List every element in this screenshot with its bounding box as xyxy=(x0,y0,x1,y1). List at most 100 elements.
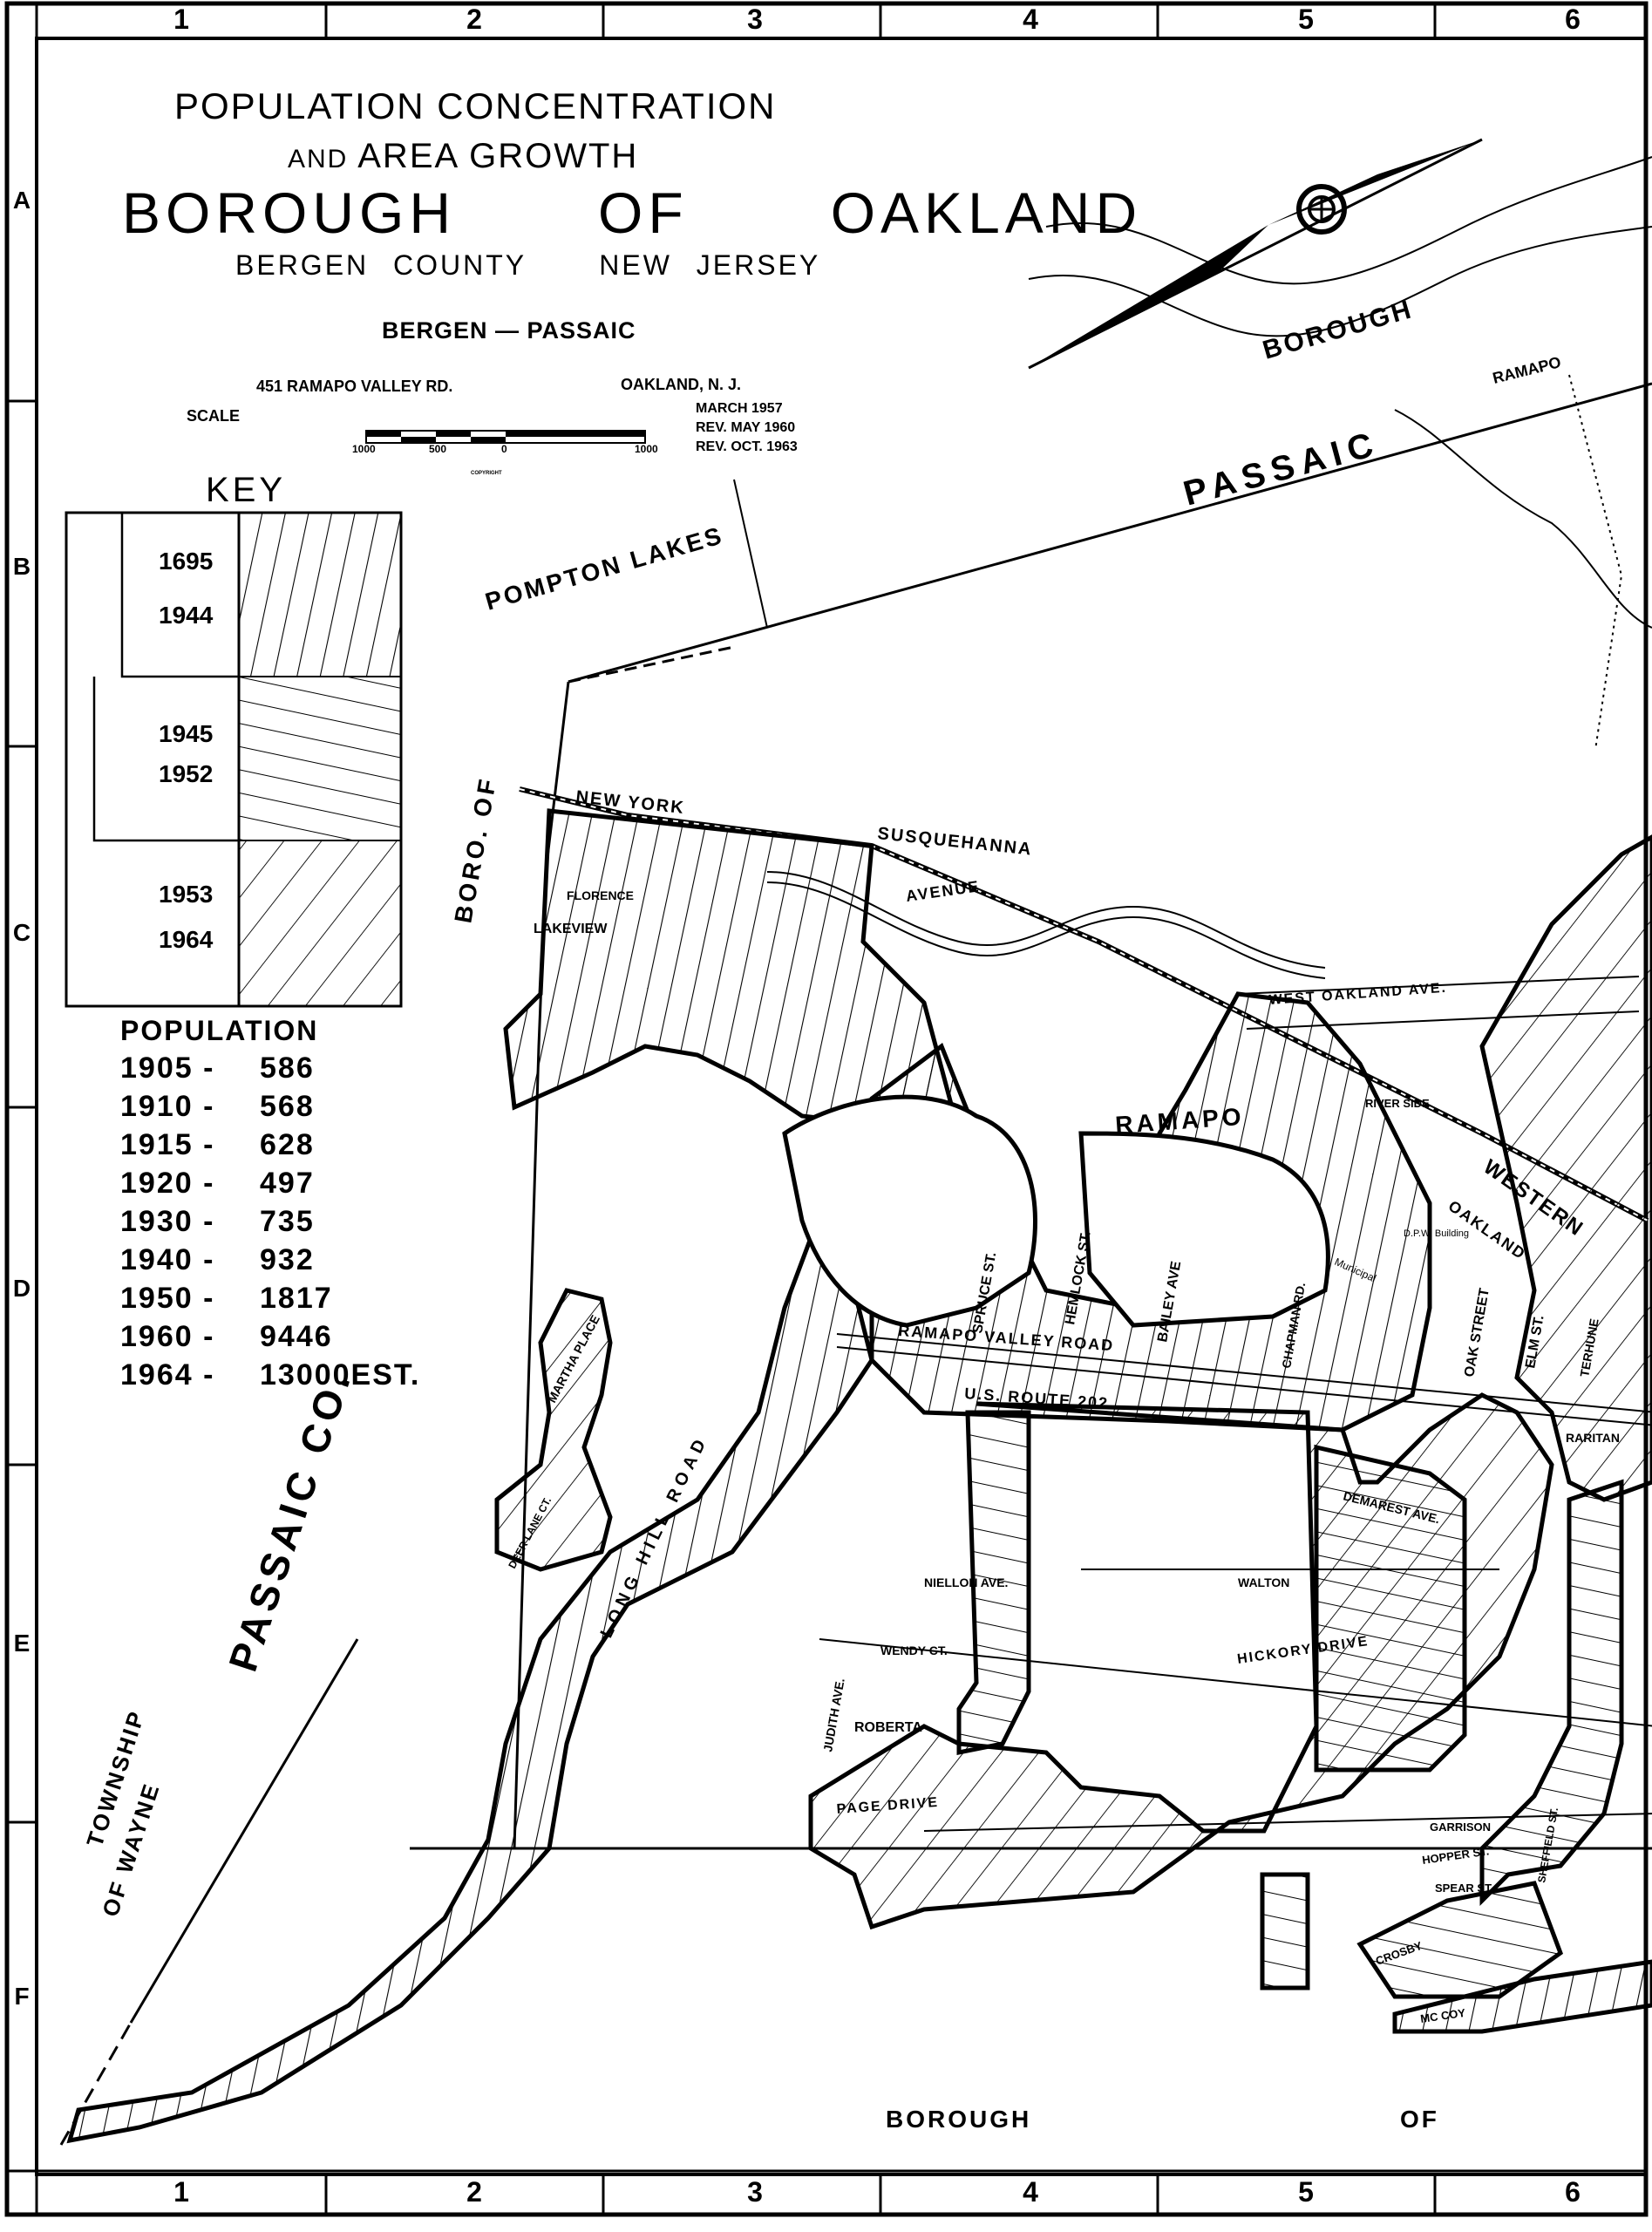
label-florence: FLORENCE xyxy=(567,888,634,902)
population-value: 735 xyxy=(260,1205,315,1238)
population-year: 1960 - xyxy=(120,1320,215,1353)
population-value: 628 xyxy=(260,1128,315,1161)
enclave-ramapo-riverside xyxy=(782,1094,1037,1328)
region-1695-1944-north xyxy=(503,808,962,1136)
population-value: 497 xyxy=(260,1167,315,1200)
label-mc-coy: MC COY xyxy=(1419,2006,1466,2025)
label-susquehanna: SUSQUEHANNA xyxy=(876,824,1033,860)
population-year: 1910 - xyxy=(120,1090,215,1123)
railroad xyxy=(519,786,1649,1223)
publisher-town: OAKLAND, N. J. xyxy=(621,376,742,393)
key-year-1964: 1964 xyxy=(159,926,214,953)
population-year: 1920 - xyxy=(120,1167,215,1200)
key-title: KEY xyxy=(206,471,287,509)
region-spruce-finger xyxy=(956,1410,1031,1756)
key-year-1953: 1953 xyxy=(159,881,214,908)
label-avenue: AVENUE xyxy=(905,877,982,905)
region-1945-1952-walnut xyxy=(1314,1444,1467,1773)
label-riverside: RIVER SIDE xyxy=(1365,1097,1430,1110)
title-borough-of-oakland: BOROUGH OF OAKLAND xyxy=(122,180,1143,245)
grid-col-bottom-6: 6 xyxy=(1565,2176,1581,2208)
publisher-address: 451 RAMAPO VALLEY RD. xyxy=(256,378,453,395)
date-rev-may-1960: REV. MAY 1960 xyxy=(696,420,796,435)
grid-col-top-4: 4 xyxy=(1023,3,1038,35)
population-row: 1915 - 628 xyxy=(120,1128,315,1162)
grid-row-f: F xyxy=(14,1983,30,2010)
label-boro-of: BORO. OF xyxy=(449,774,501,925)
scale-tick-0: 1000 xyxy=(352,443,376,455)
grid-col-bottom-3: 3 xyxy=(747,2176,763,2208)
grid-col-top-1: 1 xyxy=(173,3,189,35)
label-raritan: RARITAN xyxy=(1566,1431,1620,1445)
grid-col-top-5: 5 xyxy=(1298,3,1314,35)
population-value: 1817 xyxy=(260,1282,333,1315)
label-borough-bottom: BOROUGH xyxy=(886,2106,1031,2133)
label-niellon-ave: NIELLON AVE. xyxy=(924,1575,1008,1589)
title-area-growth: AREA GROWTH xyxy=(357,137,639,175)
label-judith-ave: JUDITH AVE. xyxy=(820,1677,847,1752)
label-garrison: GARRISON xyxy=(1430,1820,1491,1834)
scale-tick-1: 500 xyxy=(429,443,447,455)
population-row: 1940 -932 xyxy=(120,1243,315,1277)
population-row: 1950 - 1817 xyxy=(120,1282,333,1316)
publisher-name: BERGEN — PASSAIC xyxy=(382,317,636,344)
grid-col-top-3: 3 xyxy=(747,3,763,35)
scale-label: SCALE xyxy=(187,407,241,425)
population-value: 586 xyxy=(260,1051,315,1085)
label-wendy-ct: WENDY CT. xyxy=(880,1643,948,1657)
label-roberta: ROBERTA xyxy=(854,1720,922,1735)
key-year-1695: 1695 xyxy=(159,548,214,575)
population-row: 1920 - 497 xyxy=(120,1167,315,1201)
title-line-1: POPULATION CONCENTRATION xyxy=(174,85,777,126)
copyright-mark: COPYRIGHT xyxy=(471,471,502,476)
population-year: 1964 - xyxy=(120,1358,215,1392)
population-value: 13000EST. xyxy=(260,1358,421,1392)
key-box xyxy=(65,511,403,1008)
road-network xyxy=(819,976,1652,1832)
revision-dates: MARCH 1957 REV. MAY 1960 REV. OCT. 1963 xyxy=(696,399,798,457)
population-row: 1910 - 568 xyxy=(120,1090,315,1124)
label-borough-top: BOROUGH xyxy=(1260,295,1417,365)
label-of-bottom: OF xyxy=(1400,2106,1439,2133)
grid-col-bottom-1: 1 xyxy=(173,2176,189,2208)
population-year: 1950 - xyxy=(120,1282,215,1315)
population-year: 1905 - xyxy=(120,1051,215,1085)
scale-tick-3: 1000 xyxy=(635,443,658,455)
grid-col-bottom-2: 2 xyxy=(466,2176,482,2208)
key-year-1945: 1945 xyxy=(159,720,214,747)
grid-row-d: D xyxy=(12,1275,31,1302)
label-dpw-building: D.P.W. Building xyxy=(1404,1228,1469,1239)
label-spear-st: SPEAR ST. xyxy=(1435,1882,1493,1895)
region-1945-1952-east-ave xyxy=(1479,1479,1624,1907)
label-pompton-lakes: POMPTON LAKES xyxy=(482,521,726,616)
title-and: AND xyxy=(288,145,349,174)
population-title: POPULATION xyxy=(120,1015,319,1046)
region-small-block-crosby xyxy=(1356,1881,1564,1999)
region-1695-1944-southwest xyxy=(66,1216,874,2144)
population-row: 1964 - 13000EST. xyxy=(120,1358,420,1392)
population-value: 932 xyxy=(260,1243,315,1276)
top-grid-ticks xyxy=(35,3,1437,2215)
population-value: 9446 xyxy=(260,1320,333,1353)
population-row: 1960 - 9446 xyxy=(120,1320,333,1354)
title-line-2: AND AREA GROWTH xyxy=(288,137,638,176)
population-value: 568 xyxy=(260,1090,315,1123)
region-martha-place xyxy=(494,1288,613,1572)
key-year-1944: 1944 xyxy=(159,602,214,629)
label-passaic-co: PASSAIC CO. xyxy=(220,1363,360,1677)
label-oak-street: OAK STREET xyxy=(1462,1287,1492,1378)
left-grid-ticks xyxy=(7,399,37,1824)
population-year: 1915 - xyxy=(120,1128,215,1161)
grid-row-e: E xyxy=(13,1630,31,1657)
grid-col-bottom-5: 5 xyxy=(1298,2176,1314,2208)
ramapo-river xyxy=(766,156,1652,979)
title-county-state: BERGEN COUNTY NEW JERSEY xyxy=(235,249,821,281)
date-rev-oct-1963: REV. OCT. 1963 xyxy=(696,439,798,454)
region-small-block-mccoy xyxy=(1392,1959,1652,2034)
grid-col-bottom-4: 4 xyxy=(1023,2176,1038,2208)
label-west-oakland: WEST OAKLAND AVE. xyxy=(1268,981,1447,1008)
region-1953-1964-east xyxy=(1479,834,1652,1502)
scale-bar xyxy=(365,430,646,444)
date-march-1957: MARCH 1957 xyxy=(696,401,783,416)
